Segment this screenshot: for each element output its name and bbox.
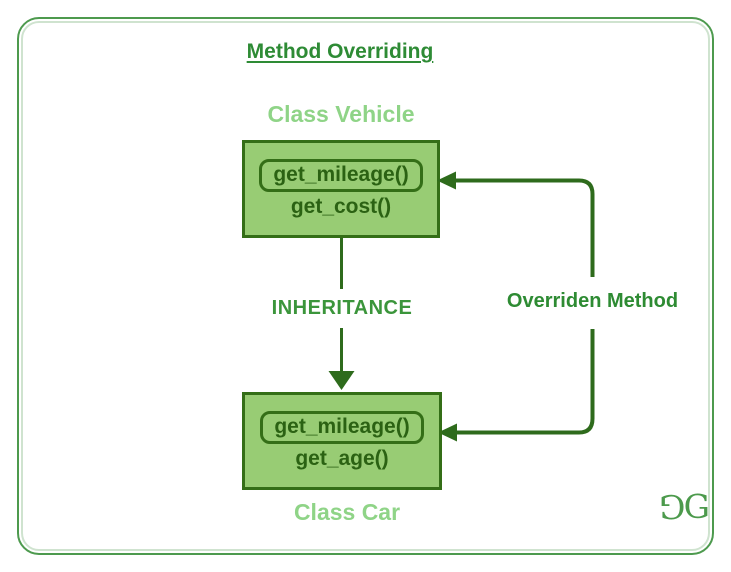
frame-border-outer — [17, 17, 714, 555]
geeksforgeeks-logo: GG — [640, 487, 710, 526]
page-title: Method Overriding — [246, 40, 434, 63]
frame-border-inner — [21, 21, 710, 551]
logo-g-icon: G — [683, 487, 710, 526]
car-overridden-method-label: get_mileage() — [274, 415, 410, 439]
car-overridden-method-pill: get_mileage() — [260, 411, 424, 444]
vehicle-overridden-method-label: get_mileage() — [273, 163, 409, 187]
inheritance-label: INHERITANCE — [271, 297, 413, 319]
class-vehicle-box: get_mileage() get_cost() — [242, 140, 440, 238]
class-vehicle-label: Class Vehicle — [267, 101, 415, 127]
car-other-method-label: get_age() — [295, 446, 389, 470]
logo-g-reversed-icon: G — [659, 487, 686, 526]
vehicle-other-method-label: get_cost() — [290, 194, 392, 218]
vehicle-overridden-method-pill: get_mileage() — [259, 159, 423, 192]
class-car-label: Class Car — [293, 499, 401, 525]
class-car-box: get_mileage() get_age() — [242, 392, 442, 490]
overridden-method-label: Overriden Method — [506, 290, 679, 312]
